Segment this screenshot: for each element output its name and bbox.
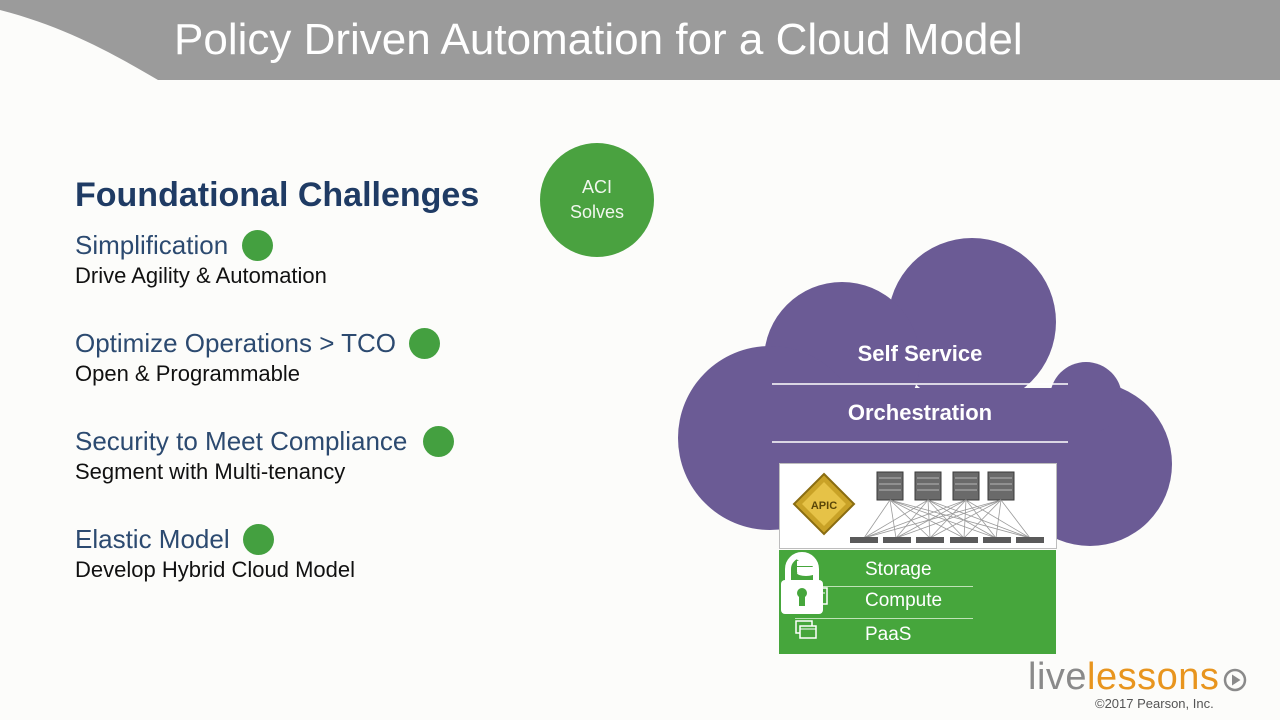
slide-title: Policy Driven Automation for a Cloud Mod…: [174, 15, 1023, 64]
challenge-item: Elastic Model Develop Hybrid Cloud Model: [75, 522, 355, 584]
copyright-text: ©2017 Pearson, Inc.: [1095, 696, 1214, 711]
layer-orchestration: Orchestration: [847, 400, 993, 425]
layer-self-service: Self Service: [857, 341, 983, 366]
apic-controller-icon: APIC: [792, 472, 856, 536]
green-dot-icon: [423, 425, 455, 457]
resource-divider: [795, 586, 973, 587]
resource-label: Storage: [865, 559, 932, 580]
resources-panel: Storage Compute PaaS: [779, 550, 1056, 654]
challenges-heading: Foundational Challenges: [75, 176, 480, 214]
network-fabric-icon: APIC: [792, 471, 1044, 543]
challenge-subtitle: Open & Programmable: [75, 361, 300, 386]
challenge-item: Optimize Operations > TCO Open & Program…: [75, 326, 441, 388]
green-dot-icon: [409, 327, 441, 359]
aci-badge-line1: ACI: [581, 177, 612, 197]
paas-icon: [795, 620, 825, 647]
challenge-title: Optimize Operations > TCO: [75, 328, 397, 358]
resource-label: PaaS: [865, 624, 912, 645]
challenge-subtitle: Drive Agility & Automation: [75, 263, 327, 288]
challenge-subtitle: Develop Hybrid Cloud Model: [75, 557, 356, 582]
apic-label: APIC: [811, 500, 837, 512]
slide-header: Policy Driven Automation for a Cloud Mod…: [0, 0, 1280, 80]
header-shape: [0, 0, 1280, 80]
aci-solves-badge: ACI Solves: [540, 143, 654, 257]
green-dot-icon: [242, 523, 274, 555]
aci-fabric-box: APIC: [779, 463, 1057, 549]
cloud-diagram: Self Service Orchestration APIC: [676, 238, 1176, 658]
challenge-subtitle: Segment with Multi-tenancy: [75, 459, 346, 484]
resource-label: Compute: [865, 590, 943, 611]
challenge-title: Security to Meet Compliance: [75, 426, 408, 456]
challenge-title: Simplification: [75, 230, 229, 260]
resource-row-paas: PaaS: [795, 620, 973, 650]
brand-wordmark: livelessons: [1028, 656, 1220, 698]
resource-divider: [795, 618, 973, 619]
play-icon: [1223, 668, 1247, 692]
aci-badge-line2: Solves: [569, 202, 625, 222]
green-dot-icon: [242, 229, 274, 261]
challenge-item: Simplification Drive Agility & Automatio…: [75, 228, 327, 290]
lock-icon: [781, 552, 823, 614]
challenge-title: Elastic Model: [75, 524, 230, 554]
challenge-item: Security to Meet Compliance Segment with…: [75, 424, 455, 486]
livelessons-logo: livelessons ©2017 Pearson, Inc.: [1024, 656, 1254, 716]
